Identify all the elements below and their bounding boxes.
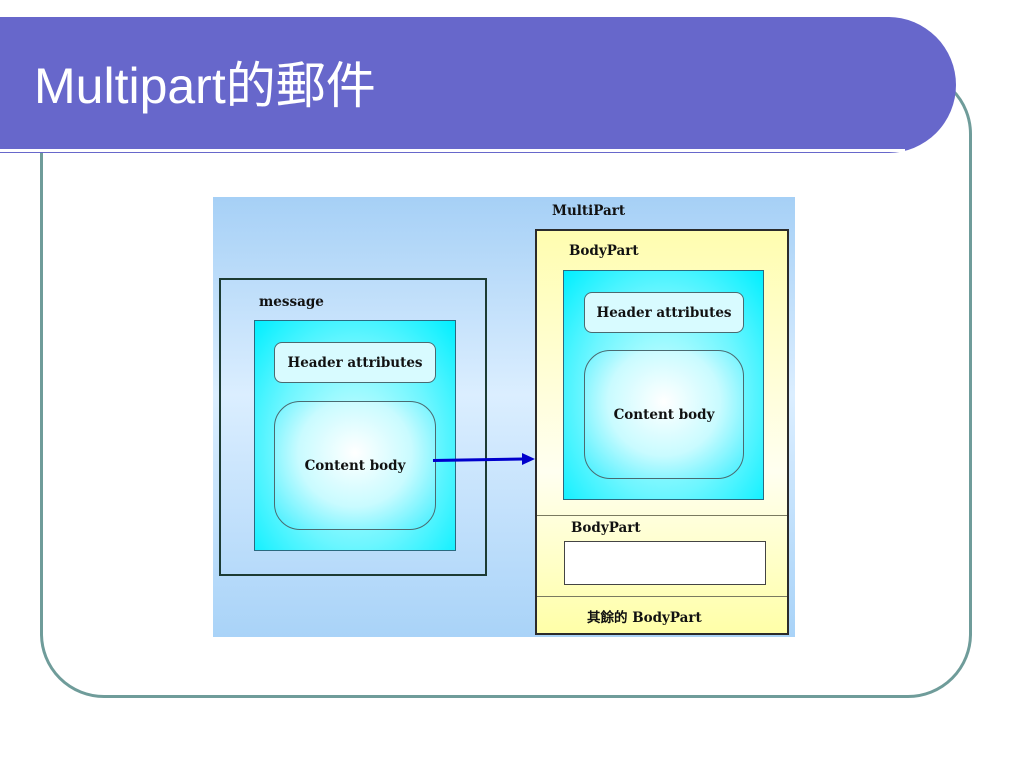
bodypart-1-content-label: Content body <box>613 406 715 423</box>
multipart-diagram: MultiPart message Header attributes Cont… <box>213 197 795 637</box>
arrow-right-icon <box>432 453 535 465</box>
bodypart-1-header-label: Header attributes <box>596 304 732 321</box>
bodypart-2-slot <box>564 541 766 585</box>
multipart-label: MultiPart <box>552 203 626 219</box>
message-box: message Header attributes Content body <box>219 278 487 576</box>
rest-bodypart-label: 其餘的 BodyPart <box>587 610 702 626</box>
bodypart-2-label: BodyPart <box>571 520 641 536</box>
bodypart-1-content-body: Content body <box>584 350 744 479</box>
message-content-body: Content body <box>274 401 436 530</box>
message-content-label: Content body <box>304 457 406 474</box>
rest-divider <box>537 596 787 597</box>
title-bar: Multipart的郵件 <box>0 17 956 153</box>
bodypart-1-panel: Header attributes Content body <box>563 270 764 500</box>
slide-title: Multipart的郵件 <box>34 58 376 114</box>
bodypart-1-header-attributes: Header attributes <box>584 292 744 333</box>
multipart-box: BodyPart Header attributes Content body … <box>535 229 789 635</box>
message-header-attributes: Header attributes <box>274 342 436 383</box>
bodypart-divider <box>537 515 787 516</box>
bodypart-1-label: BodyPart <box>569 243 639 259</box>
message-label: message <box>259 294 324 310</box>
message-header-label: Header attributes <box>287 354 423 371</box>
title-underline <box>0 149 905 152</box>
message-part-panel: Header attributes Content body <box>254 320 456 551</box>
